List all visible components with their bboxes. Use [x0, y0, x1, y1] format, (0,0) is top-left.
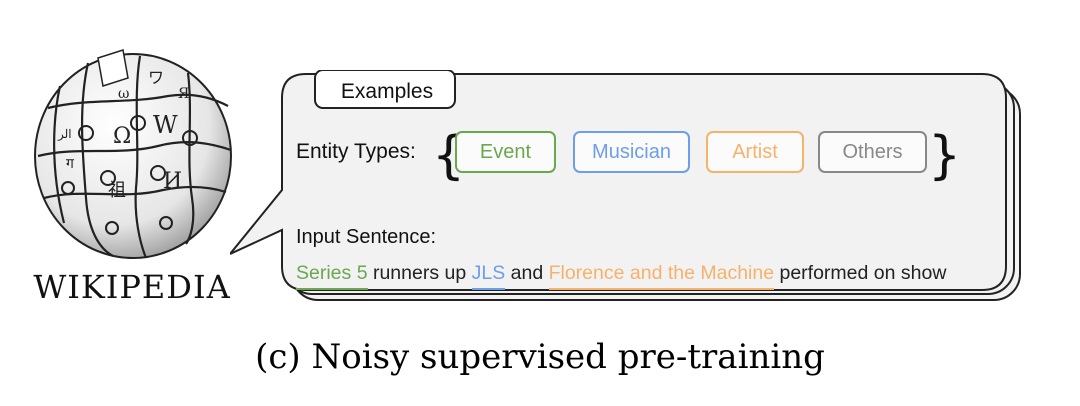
entity-chip-others: Others — [818, 131, 927, 173]
globe-glyph-i: И — [163, 169, 182, 194]
globe-glyph-devanagari: ग — [66, 156, 75, 172]
globe-glyph-arabic: الر — [57, 127, 72, 141]
entity-chip-event: Event — [455, 131, 556, 173]
globe-glyph-ya: Я — [178, 86, 189, 102]
globe-glyph-katakana: ワ — [148, 68, 164, 87]
input-sentence-label: Input Sentence: — [296, 226, 437, 248]
globe-glyph-cjk: 祖 — [108, 180, 126, 201]
entity-span-event: Series 5 — [296, 262, 368, 290]
entity-span-artist: Florence and the Machine — [548, 262, 775, 290]
entity-chip-musician: Musician — [573, 131, 690, 173]
input-sentence: Series 5 runners up JLS and Florence and… — [296, 262, 947, 290]
right-brace-icon: } — [928, 126, 962, 186]
globe-glyph-small-omega: ω — [118, 86, 129, 102]
sentence-text: runners up — [367, 262, 472, 284]
wikipedia-globe-icon: Ω W И 祖 ワ Я الر ग ω — [34, 49, 232, 259]
wikipedia-wordmark: WIKIPEDIA — [33, 268, 231, 306]
globe-glyph-w: W — [153, 111, 178, 139]
sentence-text: and — [505, 262, 549, 284]
entity-span-musician: JLS — [471, 262, 506, 290]
entity-types-label: Entity Types: — [296, 140, 416, 163]
entity-chip-artist: Artist — [706, 131, 804, 173]
sentence-text: performed on show — [774, 262, 947, 284]
figure-caption: (c) Noisy supervised pre-training — [255, 337, 825, 377]
examples-tab-label: Examples — [340, 80, 434, 103]
globe-glyph-omega: Ω — [113, 124, 131, 149]
